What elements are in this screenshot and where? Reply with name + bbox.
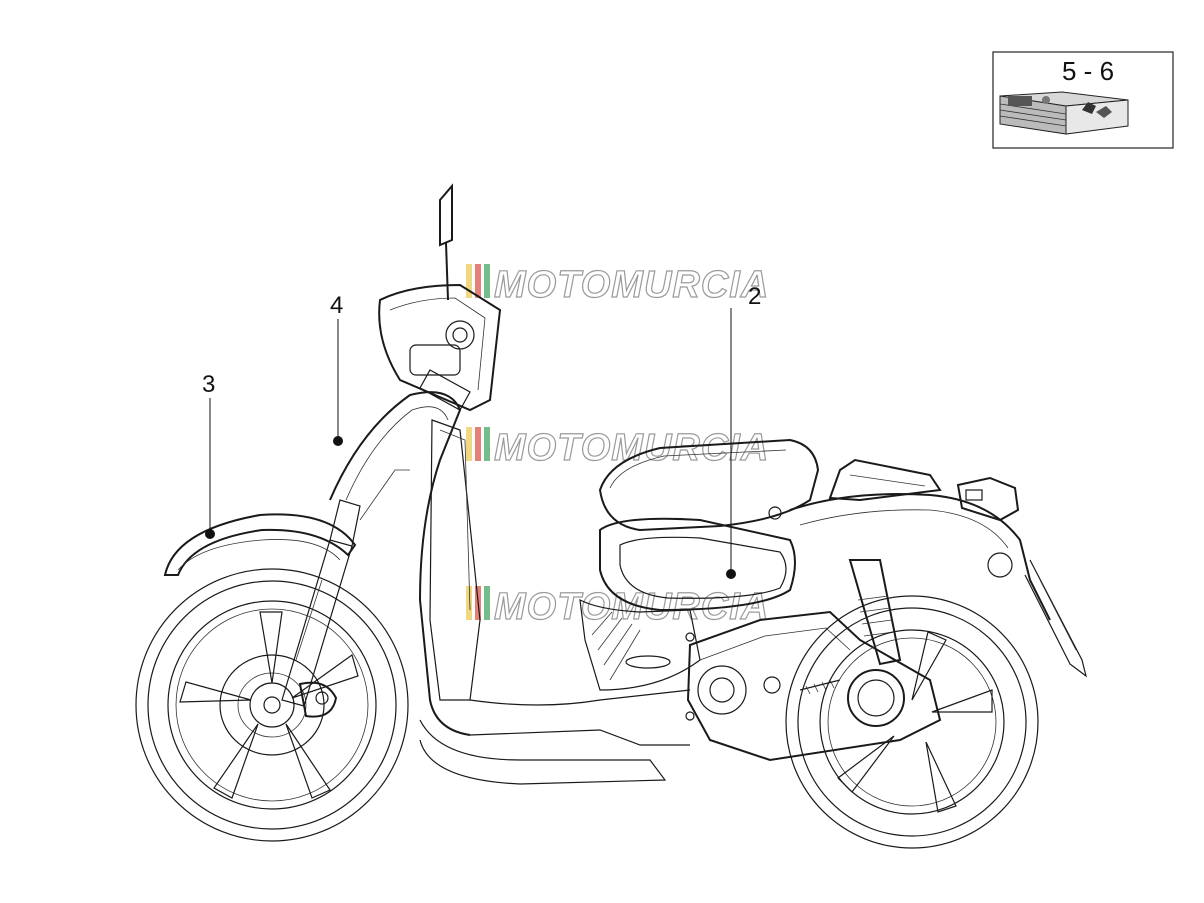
scooter-drawing <box>135 183 1087 849</box>
side-body-panel <box>579 517 796 691</box>
rear-body <box>789 458 1087 678</box>
seat <box>598 438 820 532</box>
callout-2: 2 <box>726 283 761 579</box>
fastener-floor <box>685 711 695 721</box>
callout-2-number: 2 <box>748 283 761 310</box>
headlight-handlebar <box>378 183 502 412</box>
rear-wheel <box>785 595 1039 849</box>
reference-label: 5 - 6 <box>1062 56 1114 86</box>
callout-4-dot <box>333 436 343 446</box>
manual-books-icon <box>999 91 1129 135</box>
callout-3: 3 <box>202 371 215 539</box>
callout-3-number: 3 <box>202 371 215 398</box>
watermark-text-middle: MOTOMURCIA <box>494 427 769 469</box>
engine-transmission <box>686 559 942 762</box>
callout-4: 4 <box>330 292 343 446</box>
front-wheel <box>135 568 409 842</box>
fastener-seat <box>768 506 782 520</box>
watermark-middle: MOTOMURCIA <box>466 426 769 470</box>
manual-reference-box: 5 - 6 <box>992 51 1174 149</box>
fastener-body <box>685 632 695 642</box>
front-mudguard <box>163 513 357 576</box>
watermark-top: MOTOMURCIA <box>466 263 769 307</box>
front-shield <box>329 391 691 785</box>
front-fork <box>281 499 361 707</box>
callout-2-dot <box>726 569 736 579</box>
watermark-text-top: MOTOMURCIA <box>494 264 769 306</box>
callout-4-number: 4 <box>330 292 343 319</box>
callout-3-dot <box>205 529 215 539</box>
